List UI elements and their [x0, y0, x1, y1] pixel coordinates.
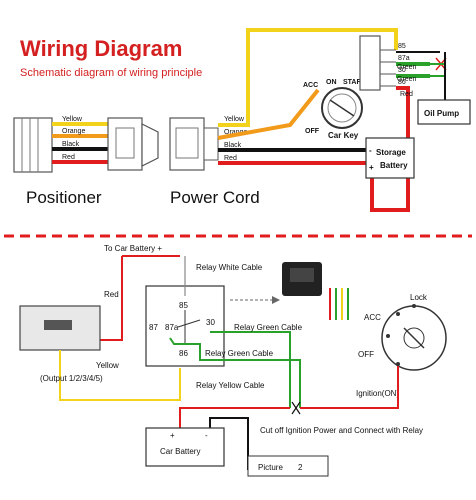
key-acc-label: ACC: [303, 82, 318, 89]
cord-black-label: Black: [224, 142, 242, 149]
positioner-red-label: Red: [62, 154, 75, 161]
key-off-label: OFF: [305, 128, 320, 135]
car-battery-plus: +: [170, 431, 175, 440]
relay-pin-86: 86: [179, 349, 188, 358]
ignition-cut-icon: [291, 401, 301, 415]
key-start-label: START: [343, 79, 367, 86]
oil-pump-box: [417, 99, 471, 125]
top-relay-pin-30: 30: [398, 67, 406, 74]
relay-green-cable-1: [210, 331, 291, 408]
relay-pin-87: 87: [149, 323, 158, 332]
positioner-connector: [13, 117, 53, 173]
battery-plus: +: [369, 163, 374, 172]
diagram-subtitle: Schematic diagram of wiring principle: [20, 67, 202, 79]
positioner-yellow-label: Yellow: [62, 116, 83, 123]
power-cord-plug: [169, 117, 219, 171]
car-key-switch: [321, 87, 363, 129]
storage-battery-box: [365, 137, 415, 179]
cord-orange-label: Orange: [224, 129, 247, 136]
relay-pin86-red-wire: [370, 86, 410, 212]
relay-pin-87a: 87a: [165, 323, 179, 332]
photo-pointer-arrow: [272, 296, 280, 304]
relay-yellow-cable-label: Relay Yellow Cable: [196, 381, 265, 390]
bottom-red-label: Red: [104, 290, 119, 299]
car-battery-label: Car Battery: [160, 447, 200, 456]
bottom-positioner-device: [19, 305, 101, 351]
battery-minus: -: [369, 146, 372, 155]
relay-pin-30: 30: [206, 318, 215, 327]
cord-red-label: Red: [224, 155, 237, 162]
bottom-yellow-label: Yellow: [96, 361, 119, 370]
ignition-lock: [381, 304, 447, 371]
positioner-label: Positioner: [26, 188, 102, 207]
relay-photo: [282, 262, 349, 320]
battery-plus-wire: [179, 407, 290, 428]
car-key-label: Car Key: [328, 131, 359, 140]
top-relay-pin-86: 86: [398, 79, 406, 86]
top-relay-green-1: Green: [397, 64, 417, 71]
output-label: (Output 1/2/3/4/5): [40, 374, 103, 383]
power-cord-label: Power Cord: [170, 188, 260, 207]
positioner-orange-label: Orange: [62, 128, 85, 135]
car-battery-minus: -: [205, 431, 208, 440]
cord-yellow-label: Yellow: [224, 116, 245, 123]
storage-battery-line2: Battery: [380, 161, 408, 170]
positioner-black-label: Black: [62, 141, 80, 148]
lock-label: Lock: [410, 293, 428, 302]
storage-battery-line1: Storage: [376, 148, 406, 157]
relay-green-cable-label-2: Relay Green Cable: [205, 349, 274, 358]
ignition-on-label: Ignition(ON): [356, 389, 399, 398]
ignition-wire: [300, 366, 399, 409]
top-relay: [359, 35, 396, 91]
relay-pin-85: 85: [179, 301, 188, 310]
to-car-battery-label: To Car Battery +: [104, 244, 162, 253]
picture-number: 2: [298, 463, 303, 472]
car-battery-box: [145, 427, 225, 467]
top-relay-green-2: Green: [397, 76, 417, 83]
bottom-yellow-wire: [59, 350, 181, 401]
ignition-off-label: OFF: [358, 350, 374, 359]
key-on-label: ON: [326, 79, 337, 86]
ignition-acc-label: ACC: [364, 313, 381, 322]
relay-green-cable-label-1: Relay Green Cable: [234, 323, 303, 332]
top-relay-red: Red: [400, 91, 413, 98]
relay-white-cable-label: Relay White Cable: [196, 263, 263, 272]
picture-label: Picture: [258, 463, 283, 472]
battery-minus-wire: [209, 417, 249, 470]
relay-green-cable-2: [169, 337, 301, 408]
cut-off-text: Cut off Ignition Power and Connect with …: [260, 426, 423, 435]
top-relay-pin-85: 85: [398, 43, 406, 50]
diagram-title: Wiring Diagram: [20, 36, 182, 61]
cord-yellow-wire: [218, 28, 398, 127]
top-relay-pin-87a: 87a: [398, 55, 410, 62]
oil-pump-label: Oil Pump: [424, 109, 459, 118]
positioner-plug: [107, 117, 159, 171]
bottom-red-wire: [100, 256, 123, 341]
cord-orange-wire: [217, 88, 320, 140]
picture-label-box: [247, 455, 329, 477]
